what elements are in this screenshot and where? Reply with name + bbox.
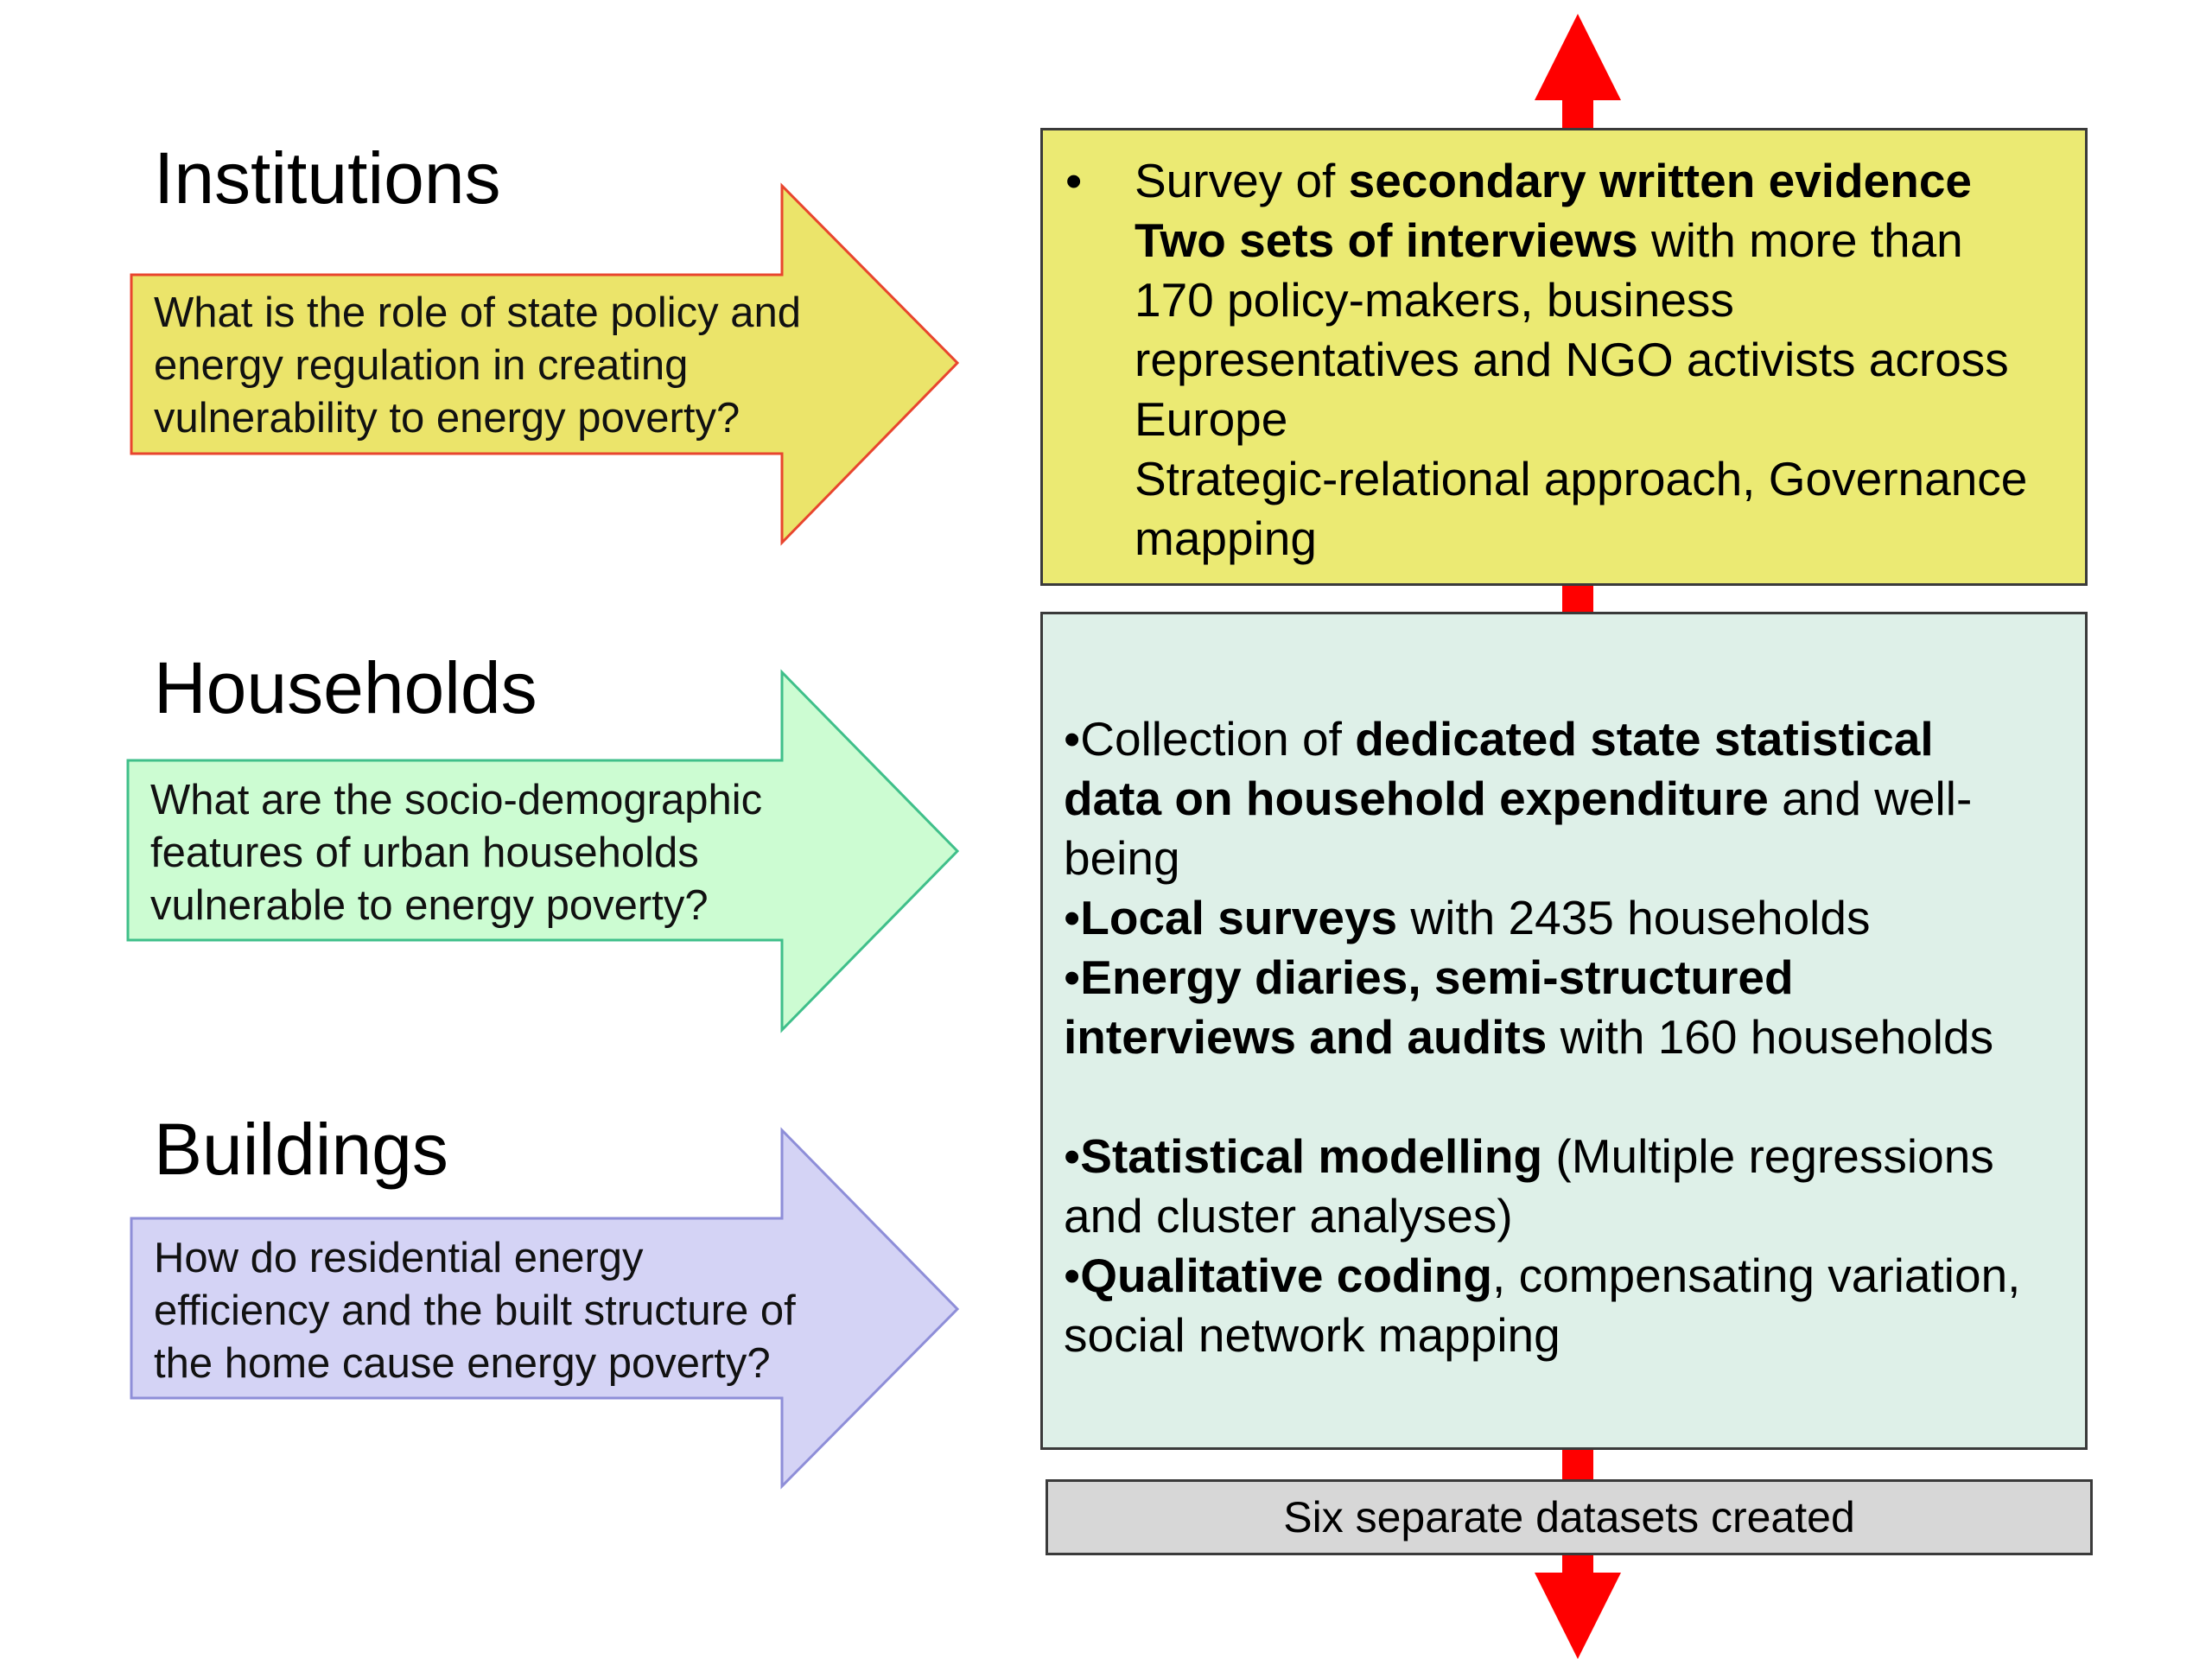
question-line: vulnerability to energy poverty? [154,395,741,442]
text: • [1064,950,1081,1004]
households-heading: Households [154,647,537,728]
text: • [1064,1249,1081,1302]
text-line: •Qualitative coding, compensating variat… [1064,1246,2075,1306]
question-line: How do residential energy [154,1235,644,1281]
text-line: •Statistical modelling (Multiple regress… [1064,1127,2075,1186]
text-line: social network mapping [1064,1306,2075,1365]
vertical-arrow-head-down [1535,1573,1621,1659]
text-line: •Local surveys with 2435 households [1064,888,2075,948]
question-line: vulnerable to energy poverty? [150,882,709,929]
datasets-label: Six separate datasets created [1283,1493,1855,1541]
analysis-box: •Collection of dedicated state statistic… [1040,612,2088,1450]
text: and well- [1768,772,1973,825]
question-line: features of urban households [150,830,699,876]
text: mapping [1135,512,1317,565]
bold-text: Energy diaries, semi-structured [1080,950,1794,1004]
text: Survey of [1135,154,1349,207]
households-arrow [126,669,960,1033]
text: Europe [1135,392,1288,446]
text: with 2435 households [1397,891,1871,944]
datasets-box: Six separate datasets created [1046,1479,2093,1555]
institutions-arrow [130,182,960,546]
text-line: interviews and audits with 160 household… [1064,1007,2075,1067]
text: Strategic-relational approach, Governanc… [1135,452,2028,505]
text: being [1064,831,1180,885]
buildings-arrow [130,1127,960,1490]
text-line: data on household expenditure and well- [1064,769,2075,829]
text-line: Survey of secondary written evidence [1135,151,2076,211]
text: with more than [1637,213,1963,267]
text: social network mapping [1064,1308,1560,1362]
text: • [1064,1129,1081,1183]
analysis-text: •Collection of dedicated state statistic… [1064,709,2075,1365]
text: •Collection of [1064,712,1356,766]
bold-text: data on household expenditure [1064,772,1769,825]
text-line: Europe [1135,390,2076,449]
text-line: representatives and NGO activists across [1135,330,2076,390]
text: with 160 households [1547,1010,1994,1064]
text: 170 policy-makers, business [1135,273,1734,327]
institutions-question: What is the role of state policy and ene… [154,287,810,445]
bold-text: Two sets of interviews [1135,213,1638,267]
question-line: the home cause energy poverty? [154,1340,771,1387]
question-line: efficiency and the built structure of [154,1287,796,1334]
bold-text: Local surveys [1080,891,1398,944]
bold-text: Statistical modelling [1080,1129,1543,1183]
bold-text: dedicated state statistical [1355,712,1934,766]
text-line: •Energy diaries, semi-structured [1064,948,2075,1007]
text-line: Two sets of interviews with more than [1135,211,2076,270]
bold-text: secondary written evidence [1348,154,1973,207]
buildings-question: How do residential energy efficiency and… [154,1232,810,1390]
question-line: What is the role of state policy and [154,289,801,336]
text: • [1064,891,1081,944]
text-line: Strategic-relational approach, Governanc… [1135,449,2076,509]
question-line: energy regulation in creating [154,342,689,389]
text: (Multiple regressions [1542,1129,1994,1183]
text-line: •Collection of dedicated state statistic… [1064,709,2075,769]
vertical-arrow-head-up [1535,14,1621,100]
text-line: mapping [1135,509,2076,569]
text: and cluster analyses) [1064,1189,1513,1243]
households-question: What are the socio-demographic features … [150,774,807,932]
text-line: being [1064,829,2075,888]
blank-line [1064,1067,2075,1127]
question-line: What are the socio-demographic [150,777,763,823]
text-line: 170 policy-makers, business [1135,270,2076,330]
bold-text: Qualitative coding [1080,1249,1493,1302]
text: , compensating variation, [1492,1249,2021,1302]
buildings-heading: Buildings [154,1109,448,1190]
bold-text: interviews and audits [1064,1010,1548,1064]
text-line: and cluster analyses) [1064,1186,2075,1246]
institutions-heading: Institutions [154,137,501,219]
text: representatives and NGO activists across [1135,333,2009,386]
bullet: • [1065,154,1083,207]
